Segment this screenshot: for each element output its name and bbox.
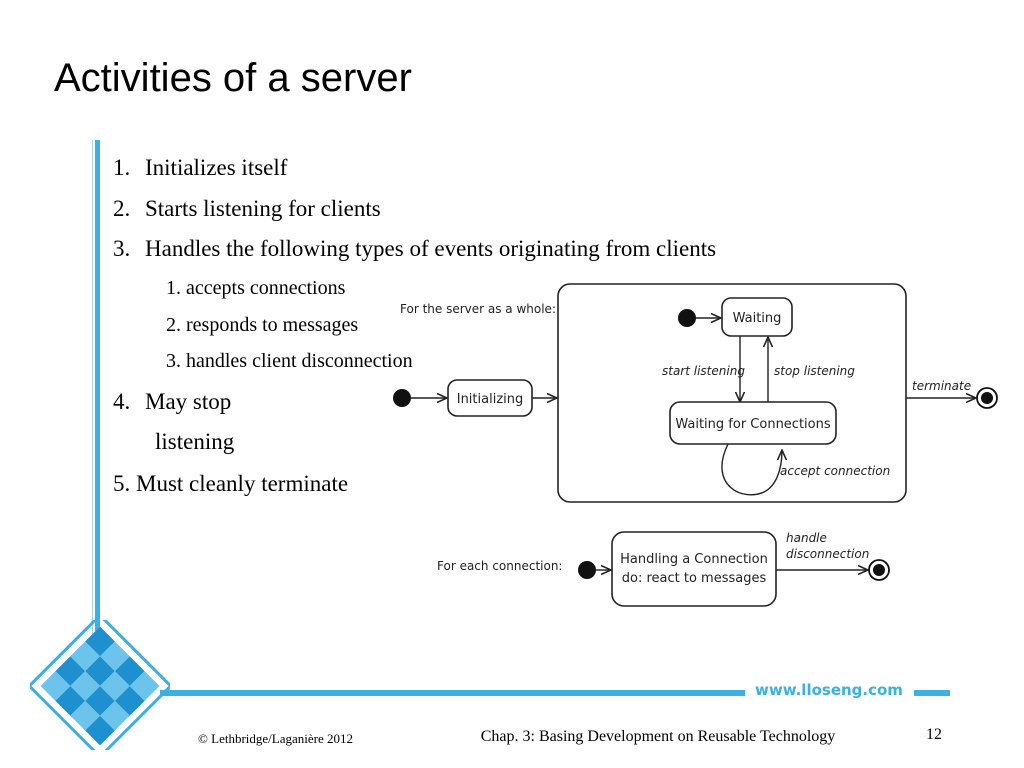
state-waiting-label: Waiting <box>733 311 782 326</box>
list-item-5: 5. Must cleanly terminate <box>113 471 349 496</box>
final-state-inner <box>981 392 993 404</box>
state-handling-label-1: Handling a Connection <box>620 552 768 567</box>
label-disconnection: disconnection <box>786 547 869 561</box>
final-state-outer-connection <box>868 559 890 581</box>
slide-title: Activities of a server <box>54 56 412 100</box>
state-initializing-label: Initializing <box>457 392 524 407</box>
decorative-line <box>95 140 100 650</box>
state-waiting <box>721 297 793 337</box>
state-waiting-for-connections-label: Waiting for Connections <box>675 417 830 432</box>
list-item-number: 2. <box>113 196 131 221</box>
list-item-number: 4. <box>113 389 131 414</box>
list-item-text: Initializes itself <box>145 155 288 180</box>
sub-item-2: 2. responds to messages <box>166 314 359 336</box>
sub-item-3: 3. handles client disconnection <box>166 350 413 372</box>
state-diagram: For the server as a whole: For each conn… <box>393 283 998 607</box>
transition-accept-connection <box>721 443 782 496</box>
footer-url: www.lloseng.com <box>755 681 903 699</box>
final-state-inner-connection <box>873 564 885 576</box>
list-item-number: 1. <box>113 155 131 180</box>
initial-state-dot <box>393 389 411 407</box>
decorative-line-thin <box>92 140 93 650</box>
list-item-3: 3. Handles the following types of events … <box>113 236 716 262</box>
label-handle: handle <box>786 531 827 545</box>
label-stop-listening: stop listening <box>774 364 855 378</box>
list-item-text: Handles the following types of events or… <box>145 236 717 261</box>
decorative-diamond-logo <box>30 620 170 750</box>
list-item-1: 1. Initializes itself <box>113 155 287 181</box>
footer-chapter: Chap. 3: Basing Development on Reusable … <box>480 728 836 745</box>
label-accept-connection: accept connection <box>780 464 890 478</box>
page-number: 12 <box>926 726 942 743</box>
list-item-4-continued: listening <box>155 429 235 454</box>
footer-line <box>160 690 745 696</box>
label-server-whole: For the server as a whole: <box>400 302 556 316</box>
state-waiting-for-connections <box>669 401 837 445</box>
footer-line-right <box>914 690 950 696</box>
sub-item-1: 1. accepts connections <box>166 277 346 299</box>
label-each-connection: For each connection: <box>437 559 562 573</box>
list-item-2: 2. Starts listening for clients <box>113 196 381 222</box>
list-item-number: 3. <box>113 236 131 261</box>
label-start-listening: start listening <box>662 364 745 378</box>
state-handling-label-2: do: react to messages <box>622 571 767 586</box>
footer-copyright: © Lethbridge/Laganière 2012 <box>198 731 353 746</box>
initial-state-dot-inner <box>678 309 696 327</box>
list-item-text: Starts listening for clients <box>145 196 381 221</box>
initial-state-dot-connection <box>578 561 596 579</box>
final-state-outer <box>976 387 998 409</box>
list-item-text: May stop <box>145 389 232 414</box>
state-handling-connection <box>611 531 777 607</box>
list-item-4: 4. May stop <box>113 389 231 415</box>
label-terminate: terminate <box>912 379 971 393</box>
